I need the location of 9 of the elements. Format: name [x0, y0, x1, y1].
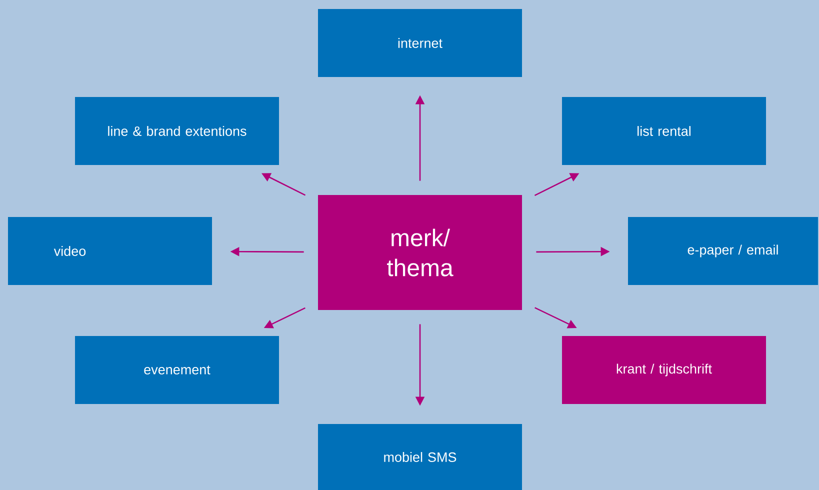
channel-box: krant / tijdschrift — [562, 336, 766, 404]
channel-box: e-paper / email — [628, 217, 818, 285]
channel-box: evenement — [75, 336, 279, 404]
channel-box: list rental — [562, 97, 766, 165]
channel-box: mobiel SMS — [318, 424, 522, 490]
theme-box: merk/ thema — [318, 195, 522, 310]
channel-box: internet — [318, 9, 522, 77]
channel-box: video — [8, 217, 212, 285]
channel-box: line & brand extentions — [75, 97, 279, 165]
